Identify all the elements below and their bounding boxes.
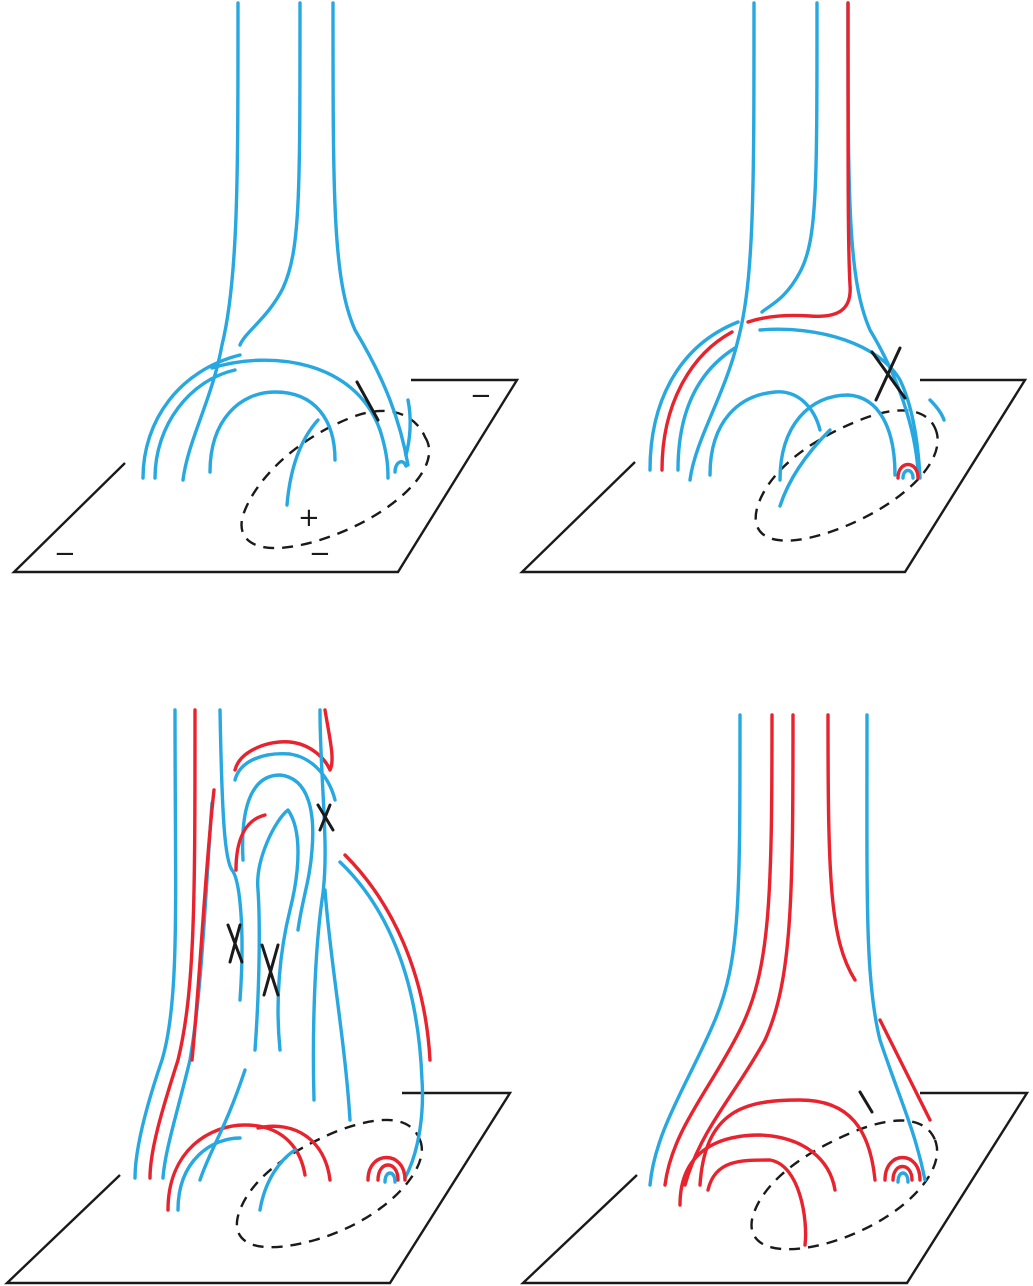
polarity-ellipse bbox=[240, 409, 431, 550]
field-line bbox=[778, 428, 832, 508]
field-line bbox=[233, 752, 337, 802]
field-line bbox=[181, 1, 240, 482]
photosphere-plane bbox=[11, 378, 520, 574]
field-line bbox=[896, 1171, 910, 1184]
panel-bottom-left bbox=[4, 708, 513, 1285]
reconnected-field-line bbox=[698, 1098, 877, 1187]
field-line bbox=[208, 390, 337, 474]
field-line bbox=[758, 327, 922, 480]
current-sheet-mark bbox=[355, 380, 380, 422]
reconnected-field-line bbox=[233, 708, 334, 772]
field-line bbox=[331, 1, 410, 467]
polarity-ellipse bbox=[235, 1118, 423, 1249]
field-line bbox=[928, 398, 946, 422]
field-line bbox=[688, 1, 756, 482]
reconnected-field-line bbox=[663, 713, 774, 1187]
field-line bbox=[198, 1068, 247, 1182]
polarity-ellipse bbox=[750, 1119, 939, 1251]
field-line bbox=[176, 1136, 242, 1212]
reconnected-field-line bbox=[683, 713, 795, 1187]
field-line bbox=[238, 1, 302, 347]
reconnected-field-line bbox=[366, 1155, 407, 1182]
field-line bbox=[240, 773, 315, 932]
reconnected-field-line bbox=[190, 788, 216, 1062]
reconnected-field-line bbox=[878, 1018, 932, 1122]
field-line bbox=[393, 460, 408, 474]
field-line bbox=[383, 1171, 397, 1184]
reconnected-field-line bbox=[660, 330, 734, 472]
reconnected-field-line bbox=[883, 1155, 922, 1182]
reconnected-field-line bbox=[343, 853, 432, 1062]
field-line bbox=[133, 708, 178, 1180]
reconnected-field-line bbox=[746, 1, 852, 324]
reconnected-field-line bbox=[706, 1158, 808, 1247]
panel-bottom-right bbox=[519, 713, 1030, 1285]
photosphere-plane bbox=[4, 1091, 513, 1285]
field-line bbox=[676, 346, 737, 472]
field-line bbox=[708, 390, 822, 477]
field-line bbox=[865, 713, 927, 1182]
polarity-label: − bbox=[470, 381, 492, 411]
photosphere-plane bbox=[519, 378, 1028, 574]
reconnected-field-line bbox=[891, 1164, 914, 1182]
reconnection-x-mark bbox=[260, 943, 280, 997]
reconnected-field-line bbox=[678, 1133, 837, 1207]
field-line bbox=[210, 358, 390, 480]
field-line bbox=[323, 888, 352, 1122]
reconnected-field-line bbox=[826, 713, 857, 982]
field-line bbox=[901, 468, 915, 480]
field-line bbox=[338, 860, 425, 1180]
reconnected-field-line bbox=[256, 1124, 332, 1182]
field-line bbox=[648, 320, 740, 472]
field-line bbox=[760, 1, 819, 314]
reconnection-x-mark bbox=[316, 803, 335, 832]
reconnected-field-line bbox=[896, 462, 920, 480]
field-line bbox=[778, 393, 897, 482]
reconnected-field-line bbox=[376, 1163, 400, 1182]
photosphere-plane bbox=[519, 1091, 1030, 1285]
current-sheet-mark bbox=[858, 1090, 874, 1114]
reconnected-field-line bbox=[148, 708, 197, 1180]
field-line bbox=[153, 368, 237, 480]
field-line bbox=[404, 398, 412, 457]
reconnection-x-mark bbox=[226, 923, 244, 964]
panel-top-left: − − − + bbox=[11, 1, 520, 574]
field-line bbox=[218, 708, 244, 1002]
field-line bbox=[258, 1148, 297, 1212]
polarity-label: + bbox=[298, 503, 320, 533]
field-line bbox=[141, 353, 242, 480]
panel-top-right bbox=[519, 1, 1028, 574]
field-line bbox=[648, 713, 742, 1187]
field-line bbox=[253, 808, 300, 1052]
field-line bbox=[311, 708, 327, 1102]
reconnection-x-mark bbox=[870, 346, 907, 402]
field-line bbox=[285, 418, 320, 507]
polarity-label: − bbox=[54, 539, 76, 569]
reconnected-field-line bbox=[234, 813, 267, 872]
polarity-label: − bbox=[309, 539, 331, 569]
